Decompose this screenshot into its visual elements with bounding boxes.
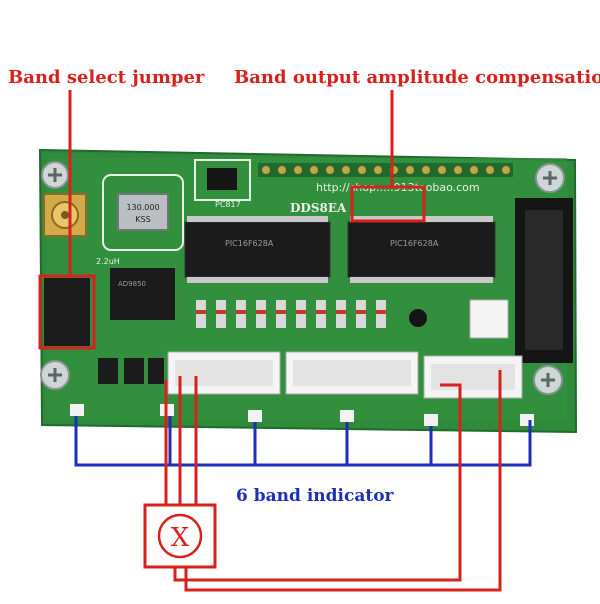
band-select-label: Band select jumper bbox=[8, 67, 205, 88]
board-model: DDS8EA bbox=[290, 201, 347, 215]
sma-connector bbox=[43, 193, 87, 237]
dds-chip-label: AD9850 bbox=[118, 280, 146, 288]
mounting-screws bbox=[40, 161, 565, 395]
small-connector bbox=[469, 299, 509, 339]
box-header bbox=[515, 198, 573, 363]
band-indicator-label: 6 band indicator bbox=[236, 486, 394, 506]
jumper-pins bbox=[44, 278, 90, 346]
svg-text:KSS: KSS bbox=[135, 215, 150, 224]
band-select-marker bbox=[38, 90, 96, 350]
amplitude-comp-label: Band output amplitude compensation bbox=[234, 67, 600, 88]
svg-text:130.000: 130.000 bbox=[126, 203, 159, 212]
chip-left: PIC16F628A bbox=[184, 216, 331, 283]
optocoupler: PC817 bbox=[194, 159, 251, 209]
switch-wiring bbox=[164, 370, 502, 592]
capacitors bbox=[98, 358, 164, 384]
switch-symbol: X bbox=[171, 523, 190, 553]
pin-header-top bbox=[258, 163, 513, 177]
output-connectors bbox=[167, 351, 523, 399]
chip-right-label: PIC16F628A bbox=[390, 239, 439, 248]
diode-row bbox=[196, 300, 427, 328]
selector-switch: X bbox=[143, 503, 217, 569]
chip-right: PIC16F628A bbox=[347, 216, 496, 283]
amplitude-comp-marker bbox=[350, 90, 426, 223]
inductor-label: 2.2uH bbox=[96, 257, 120, 266]
svg-text:PC817: PC817 bbox=[215, 200, 241, 209]
crystal-oscillator: 130.000 KSS bbox=[102, 174, 184, 251]
band-indicator-wiring bbox=[74, 416, 532, 467]
chip-left-label: PIC16F628A bbox=[225, 239, 274, 248]
dds-chip: AD9850 bbox=[110, 268, 175, 320]
